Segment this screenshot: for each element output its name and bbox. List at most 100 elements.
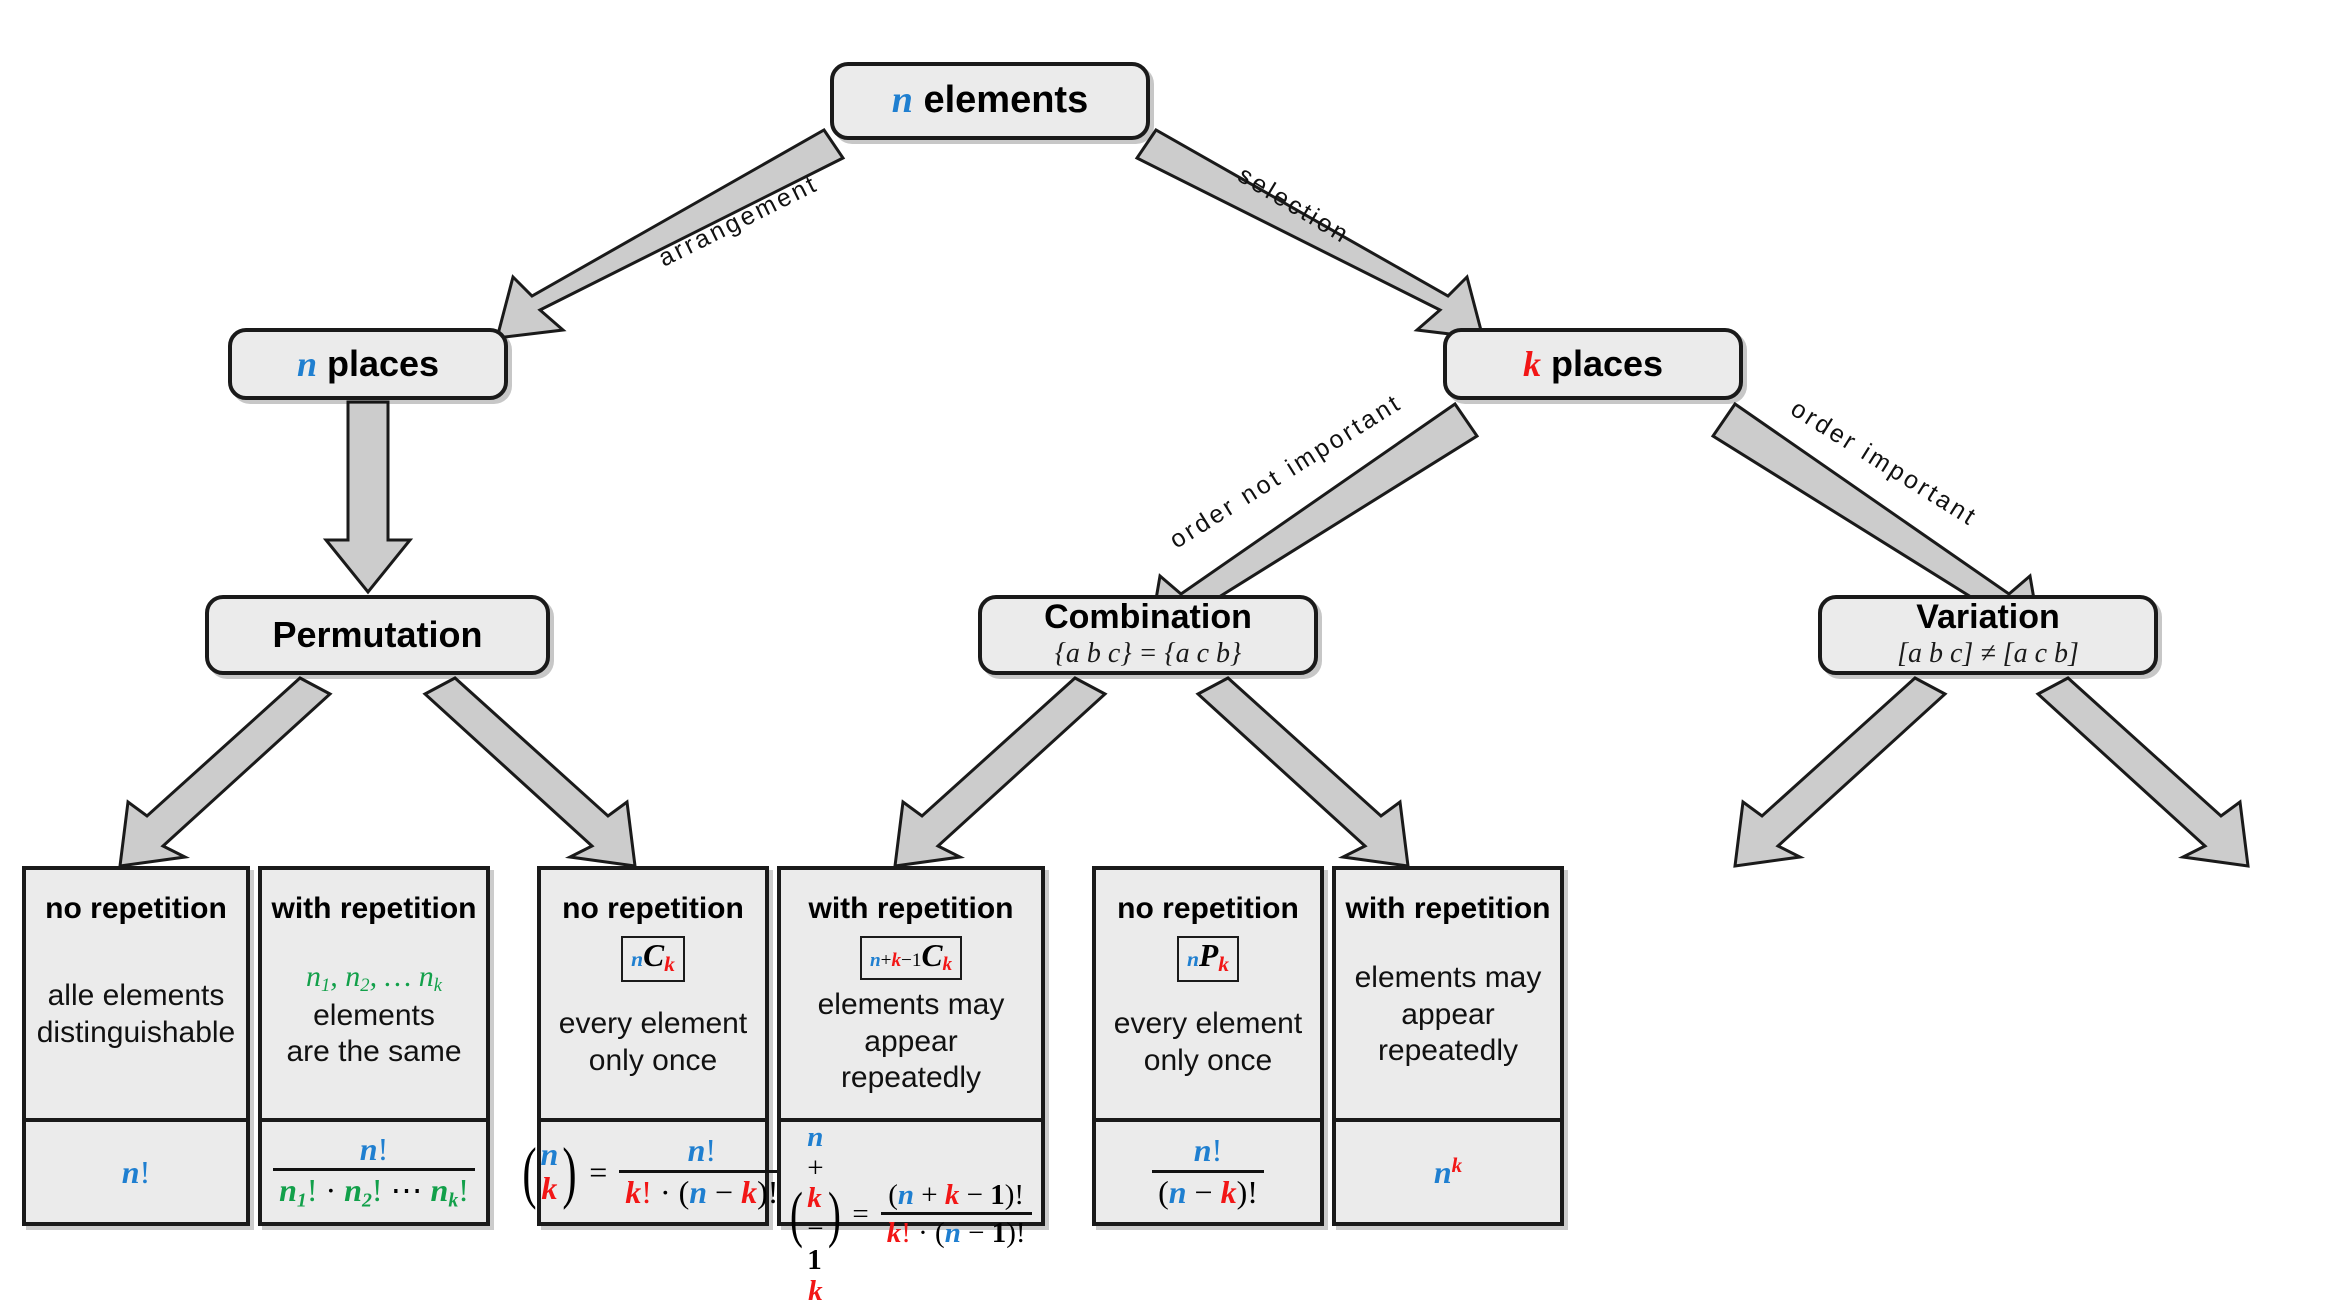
var-k: k — [1522, 343, 1541, 384]
leaf-description: n1, n2, … nk elements are the same — [262, 926, 486, 1118]
leaf-description: every element only once — [1106, 982, 1310, 1119]
numerator: (n + k − 1)! — [888, 1178, 1025, 1211]
leaf-upper: with repetition n1, n2, … nk elements ar… — [262, 870, 486, 1122]
leaf-title: with repetition — [1345, 892, 1551, 925]
leaf-formula: n! n1! · n2! ⋯ nk! — [262, 1122, 486, 1222]
binom-bottom: k — [541, 1170, 558, 1206]
paren-left: ( — [790, 1179, 804, 1249]
numerator: n! — [687, 1132, 717, 1169]
factorial-sign: ! — [139, 1153, 151, 1190]
paren-right: ) — [562, 1133, 577, 1210]
leaf-title: no repetition — [562, 892, 744, 925]
node-k-places-rest: places — [1540, 342, 1664, 384]
equals-sign: = — [589, 1153, 608, 1190]
desc-line-2: repeatedly — [1377, 1034, 1519, 1068]
node-combination-example: {a b c} = {a c b} — [1054, 637, 1242, 669]
leaf-formula: n! — [26, 1122, 246, 1222]
node-permutation-label: Permutation — [272, 614, 483, 656]
binom-stack: n k — [540, 1136, 559, 1206]
binom-top: n + k − 1 — [807, 1121, 824, 1276]
node-n-places[interactable]: n places — [228, 328, 508, 400]
leaf-description: elements may appear repeatedly — [1336, 926, 1560, 1118]
leaf-variation-no-repetition[interactable]: no repetition nPk every element only onc… — [1092, 866, 1324, 1226]
desc-line-1: every element — [558, 1007, 748, 1041]
leaf-combination-with-repetition[interactable]: with repetition n+k−1Ck elements may app… — [777, 866, 1045, 1306]
arrow-selection — [1134, 128, 1486, 340]
fraction: n! n1! · n2! ⋯ nk! — [273, 1132, 475, 1212]
node-combination-label: Combination — [1044, 598, 1252, 637]
var-k-exponent: k — [1451, 1153, 1463, 1178]
denominator: k! · (n − k)! — [619, 1170, 785, 1210]
denominator: n1! · n2! ⋯ nk! — [273, 1168, 475, 1211]
var-n: n — [296, 343, 317, 384]
arrow-variation-norepetition — [1733, 676, 1948, 868]
desc-line-1: every element — [1113, 1007, 1303, 1041]
node-n-elements-label: n elements — [891, 79, 1089, 122]
node-k-places[interactable]: k places — [1443, 328, 1743, 400]
desc-line-1: alle elements — [47, 979, 225, 1013]
leaf-upper: no repetition nCk every element only onc… — [541, 870, 765, 1122]
desc-line-2: only once — [588, 1043, 718, 1077]
leaf-formula: nk — [1336, 1122, 1560, 1222]
node-variation[interactable]: Variation [a b c] ≠ [a c b] — [1818, 595, 2158, 675]
desc-vars: n1, n2, … nk — [305, 959, 443, 997]
var-n: n — [1433, 1153, 1452, 1190]
denominator: (n − k)! — [1152, 1170, 1264, 1210]
leaf-title: no repetition — [45, 892, 227, 925]
desc-line-1-tail: elements — [313, 998, 435, 1032]
leaf-permutation-no-repetition[interactable]: no repetition alle elements distinguisha… — [22, 866, 250, 1226]
leaf-title: with repetition — [808, 892, 1014, 925]
leaf-upper: with repetition elements may appear repe… — [1336, 870, 1560, 1122]
arrow-permutation-withrepetition — [422, 676, 637, 868]
desc-line-1: elements may appear — [817, 988, 1005, 1058]
leaf-upper: no repetition nPk every element only onc… — [1096, 870, 1320, 1122]
paren-left: ( — [521, 1133, 537, 1210]
fraction: (n + k − 1)! k! · (n − 1)! — [880, 1178, 1032, 1249]
desc-line-2: repeatedly — [840, 1061, 982, 1095]
node-n-elements[interactable]: n elements — [830, 62, 1150, 140]
desc-line-1: elements may appear — [1354, 961, 1542, 1031]
binomial-coefficient: ( n k ) — [518, 1133, 582, 1210]
paren-right: ) — [827, 1179, 841, 1249]
arrow-variation-withrepetition — [2035, 676, 2250, 868]
node-k-places-label: k places — [1522, 342, 1664, 384]
leaf-notation-nPk: nPk — [1176, 936, 1240, 982]
leaf-formula: n! (n − k)! — [1096, 1122, 1320, 1222]
leaf-description: alle elements distinguishable — [29, 926, 243, 1118]
node-n-places-rest: places — [316, 342, 440, 384]
leaf-permutation-with-repetition[interactable]: with repetition n1, n2, … nk elements ar… — [258, 866, 490, 1226]
leaf-combination-no-repetition[interactable]: no repetition nCk every element only onc… — [522, 866, 785, 1226]
leaf-title: with repetition — [271, 892, 477, 925]
node-permutation[interactable]: Permutation — [205, 595, 550, 675]
arrow-permutation-norepetition — [118, 676, 333, 868]
arrow-combination-withrepetition — [1195, 676, 1410, 868]
binom-top: n — [540, 1136, 559, 1173]
fraction: n! (n − k)! — [1152, 1134, 1264, 1209]
arrow-arrangement — [494, 128, 846, 340]
var-n: n — [891, 79, 913, 122]
arrow-nplaces-permutation — [322, 400, 414, 595]
binomial-coefficient: ( n + k − 1 k ) — [786, 1122, 844, 1306]
leaf-formula: ( n k ) = n! k! · (n − k)! — [522, 1122, 785, 1222]
leaf-notation-npkm1Ck: n+k−1Ck — [859, 936, 963, 981]
node-n-places-label: n places — [296, 342, 440, 384]
desc-line-2: are the same — [286, 1035, 462, 1069]
arrow-combination-norepetition — [893, 676, 1108, 868]
leaf-upper: with repetition n+k−1Ck elements may app… — [781, 870, 1041, 1122]
leaf-description: elements may appear repeatedly — [781, 980, 1041, 1118]
leaf-upper: no repetition alle elements distinguisha… — [26, 870, 246, 1122]
binom-stack: n + k − 1 k — [807, 1122, 823, 1306]
denominator: k! · (n − 1)! — [880, 1212, 1032, 1248]
node-n-elements-rest: elements — [912, 79, 1089, 122]
leaf-formula: ( n + k − 1 k ) = (n + k − 1)! k! · (n −… — [781, 1122, 1041, 1306]
leaf-variation-with-repetition[interactable]: with repetition elements may appear repe… — [1332, 866, 1564, 1226]
leaf-title: no repetition — [1117, 892, 1299, 925]
node-variation-example: [a b c] ≠ [a c b] — [1897, 637, 2079, 669]
node-combination[interactable]: Combination {a b c} = {a c b} — [978, 595, 1318, 675]
fraction: n! k! · (n − k)! — [619, 1132, 785, 1210]
leaf-description: every element only once — [551, 982, 755, 1119]
binom-bottom: k — [808, 1274, 823, 1307]
equals-sign: = — [852, 1197, 869, 1230]
